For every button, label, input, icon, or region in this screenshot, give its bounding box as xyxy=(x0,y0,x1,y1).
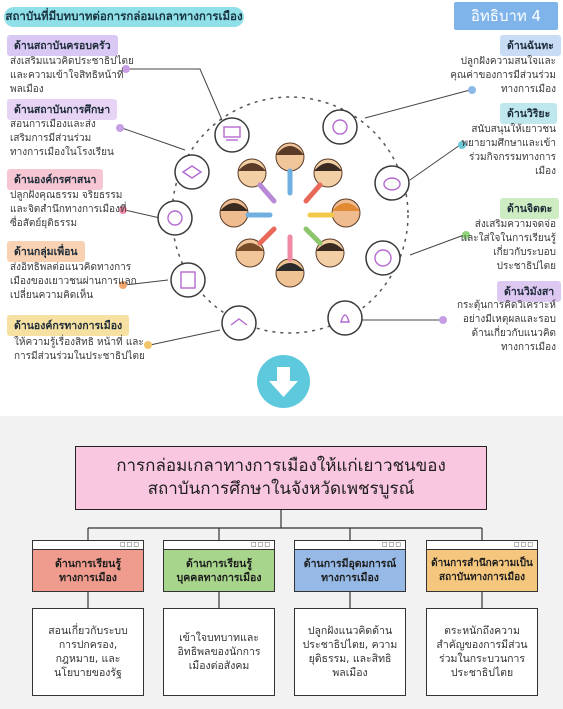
outcome-box: ตระหนักถึงความ สำคัญของการมีส่วน ร่วมในก… xyxy=(426,608,538,696)
desc-citta: ส่งเสริมความจดจ่อ และใส่ใจในการเรียนรู้ … xyxy=(460,219,556,272)
label-family: ด้านสถาบันครอบครัว xyxy=(7,35,118,56)
clock-icon xyxy=(374,249,392,267)
aspect-window-political-ideology: □□□ ด้านการมีอุดมการณ์ ทางการเมือง xyxy=(294,540,406,592)
window-controls-icon: □□□ xyxy=(513,541,534,548)
connector-line xyxy=(409,234,465,256)
window-titlebar: □□□ xyxy=(295,541,405,550)
main-topic-box: การกล่อมเกลาทางการเมืองให้แก่เยาวชนของ ส… xyxy=(75,446,487,510)
window-controls-icon: □□□ xyxy=(119,541,140,548)
checklist-icon xyxy=(180,271,196,289)
desc-religion: ปลูกฝังคุณธรรม จริยธรรม และจิตสำนึกทางกา… xyxy=(10,190,127,229)
handshake-icon xyxy=(230,318,248,326)
dot xyxy=(119,206,127,214)
aspect-title: ด้านการมีอุดมการณ์ ทางการเมือง xyxy=(295,550,405,591)
label-politics: ด้านองค์กรทางการเมือง xyxy=(7,315,130,336)
desc-family: ส่งเสริมแนวคิดประชาธิปไตย และความเข้าใจส… xyxy=(10,56,134,95)
window-controls-icon: □□□ xyxy=(250,541,271,548)
lightbulb-icon xyxy=(340,314,350,323)
connector-line xyxy=(128,68,223,121)
outcome-box: สอนเกี่ยวกับระบบ การปกครอง, กฎหมาย, และ … xyxy=(32,608,144,696)
viriya-icon-circle xyxy=(374,165,410,201)
heart-hand-icon xyxy=(332,119,348,135)
connector-svg xyxy=(116,65,476,349)
window-titlebar: □□□ xyxy=(164,541,274,550)
citta-icon-circle xyxy=(365,240,401,276)
family-icon xyxy=(223,126,241,138)
label-chanda: ด้านฉันทะ xyxy=(500,35,561,56)
vimamsa-icon-circle xyxy=(327,300,363,336)
window-titlebar: □□□ xyxy=(33,541,143,550)
connector-line xyxy=(364,89,471,119)
education-icon-circle xyxy=(174,154,210,190)
chanda-icon-circle xyxy=(322,109,358,145)
religion-icon-circle xyxy=(157,200,193,236)
connector-line xyxy=(149,329,221,346)
desc-education: สอนการเมืองและส่ง เสริมการมีส่วนร่วม ทาง… xyxy=(10,119,114,158)
dot xyxy=(116,124,124,132)
friends-icon-circle xyxy=(170,262,206,298)
aspect-window-political-learning: □□□ ด้านการเรียนรู้ ทางการเมือง xyxy=(32,540,144,592)
aspect-title: ด้านการสำนึกความเป็น สถาบันทางการเมือง xyxy=(427,550,537,591)
question-head-icon xyxy=(167,210,183,226)
dot xyxy=(122,65,130,73)
label-citta: ด้านจิตตะ xyxy=(500,198,560,219)
aspect-title: ด้านการเรียนรู้ บุคคลทางการเมือง xyxy=(164,550,274,591)
page-title: สถาบันที่มีบทบาทต่อการกล่อมเกลาทางการเมื… xyxy=(4,7,244,27)
dot xyxy=(119,281,127,289)
connector-line xyxy=(121,127,186,151)
corner-tab: อิทธิบาท 4 xyxy=(454,2,558,30)
dot xyxy=(144,341,152,349)
desc-vimamsa: กระตุ้นการคิดวิเคราะห์ อย่างมีเหตุผลและร… xyxy=(456,300,556,353)
dot xyxy=(439,316,447,324)
outcome-box: เข้าใจบทบาทและ อิทธิพลของนักการ เมืองต่อ… xyxy=(163,608,275,696)
connector-line xyxy=(124,209,161,219)
graduation-cap-icon xyxy=(181,165,203,179)
desc-chanda: ปลูกฝังความสนใจและ คุณค่าของการมีส่วนร่ว… xyxy=(450,56,556,95)
tree-connectors xyxy=(87,510,483,608)
connector-line xyxy=(409,144,461,181)
connector-line xyxy=(124,279,169,286)
youth-bodies xyxy=(245,168,335,262)
dot xyxy=(468,86,476,94)
main-topic-line2: สถาบันการศึกษาในจังหวัดเพชรบูรณ์ xyxy=(147,479,415,499)
label-vimamsa: ด้านวิมังสา xyxy=(497,281,562,302)
aspect-window-institution-awareness: □□□ ด้านการสำนึกความเป็น สถาบันทางการเมื… xyxy=(426,540,538,592)
aspect-title: ด้านการเรียนรู้ ทางการเมือง xyxy=(33,550,143,591)
label-religion: ด้านองค์กรศาสนา xyxy=(7,169,104,190)
dot xyxy=(458,141,466,149)
dot xyxy=(462,231,470,239)
window-controls-icon: □□□ xyxy=(381,541,402,548)
label-friends: ด้านกลุ่มเพื่อน xyxy=(7,241,85,262)
window-titlebar: □□□ xyxy=(427,541,537,550)
outcome-box: ปลูกฝังแนวคิดด้าน ประชาธิปไตย, ความ ยุติ… xyxy=(294,608,406,696)
desc-viriya: สนับสนุนให้เยาวชน พยายามศึกษาและเข้า ร่ว… xyxy=(461,124,556,177)
youth-faces xyxy=(219,142,361,288)
desc-friends: ส่งอิทธิพลต่อแนวคิดทางการ เมืองของเยาวชน… xyxy=(10,262,137,301)
label-viriya: ด้านวิริยะ xyxy=(500,103,558,124)
label-education: ด้านสถาบันการศึกษา xyxy=(7,99,118,120)
arrow-down-icon xyxy=(257,355,310,408)
aspect-window-political-figures: □□□ ด้านการเรียนรู้ บุคคลทางการเมือง xyxy=(163,540,275,592)
arrow-down-glyph xyxy=(269,367,298,397)
politics-icon-circle xyxy=(221,305,257,341)
youth-circle-illustration xyxy=(219,142,361,288)
desc-politics: ให้ความรู้เรื่องสิทธิ หน้าที่ และ การมีส… xyxy=(14,337,145,362)
piggy-bank-icon xyxy=(383,177,401,191)
main-topic-line1: การกล่อมเกลาทางการเมืองให้แก่เยาวชนของ xyxy=(116,456,446,476)
